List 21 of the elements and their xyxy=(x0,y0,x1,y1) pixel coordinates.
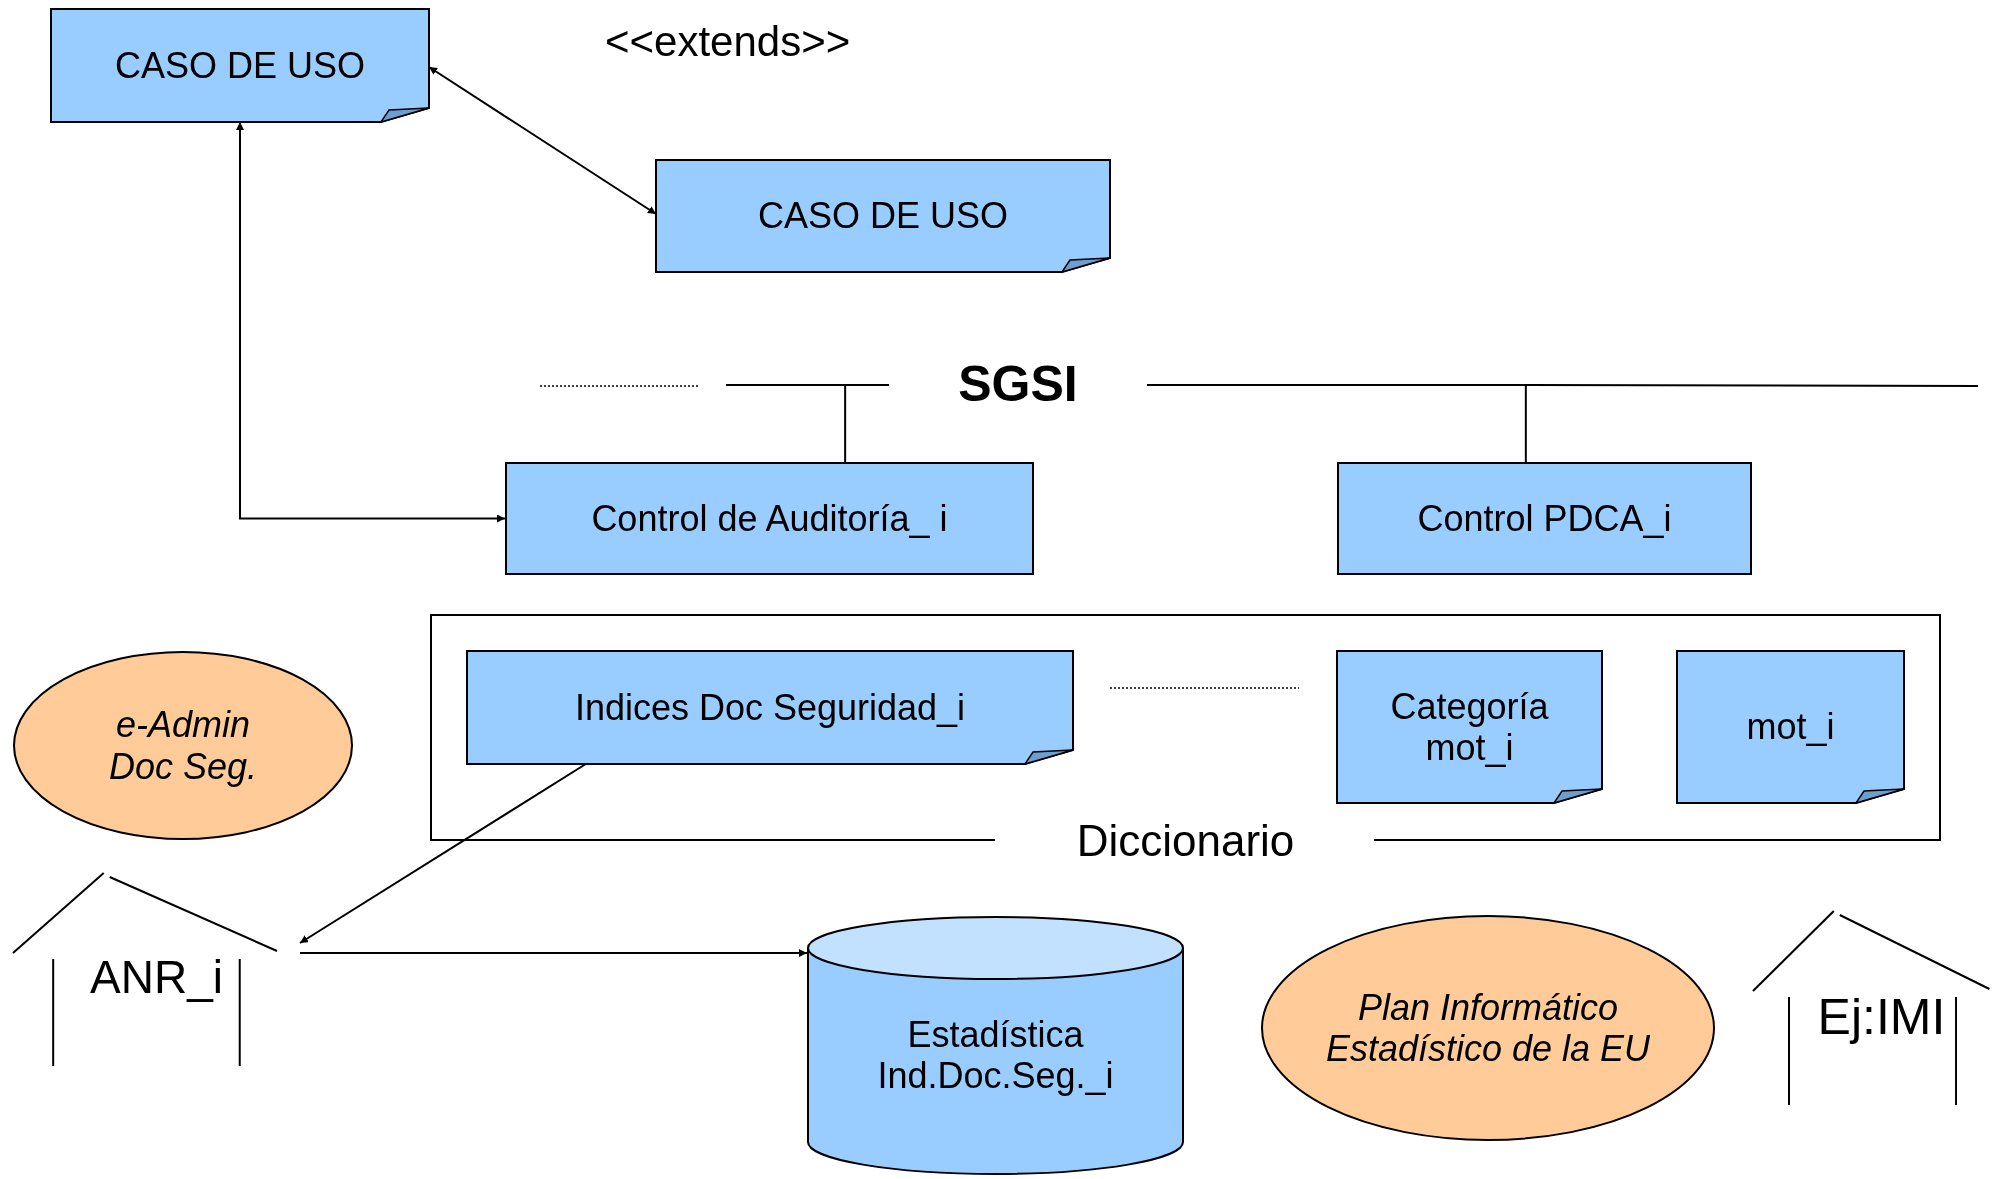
process-box xyxy=(505,462,1034,575)
node-text: Indices Doc Seguridad_i xyxy=(574,686,966,729)
node-text: CASO DE USO xyxy=(757,195,1009,237)
node-text: ANR_i xyxy=(90,951,223,1004)
node-text: e-Admin Doc Seg. xyxy=(107,704,259,787)
node-text: Ej:IMI xyxy=(1817,989,1946,1047)
node-text: mot_i xyxy=(1746,706,1835,748)
node-text: Categoría mot_i xyxy=(1389,685,1550,769)
node-text: Estadística Ind.Doc.Seg._i xyxy=(876,1013,1115,1097)
connector-line xyxy=(844,384,890,463)
process-box xyxy=(1337,462,1752,575)
arrow xyxy=(299,763,587,944)
connector-line xyxy=(1146,384,1527,463)
node-text: SGSI xyxy=(958,356,1078,414)
node-text: Control PDCA_i xyxy=(1417,497,1672,540)
node-text: Control de Auditoría_ i xyxy=(591,497,948,540)
arrow xyxy=(236,121,506,523)
group-label: Diccionario xyxy=(1076,817,1295,865)
node-text: Plan Informático Estadístico de la EU xyxy=(1324,986,1652,1070)
node-text: CASO DE USO xyxy=(114,44,366,87)
arrow xyxy=(299,949,808,957)
